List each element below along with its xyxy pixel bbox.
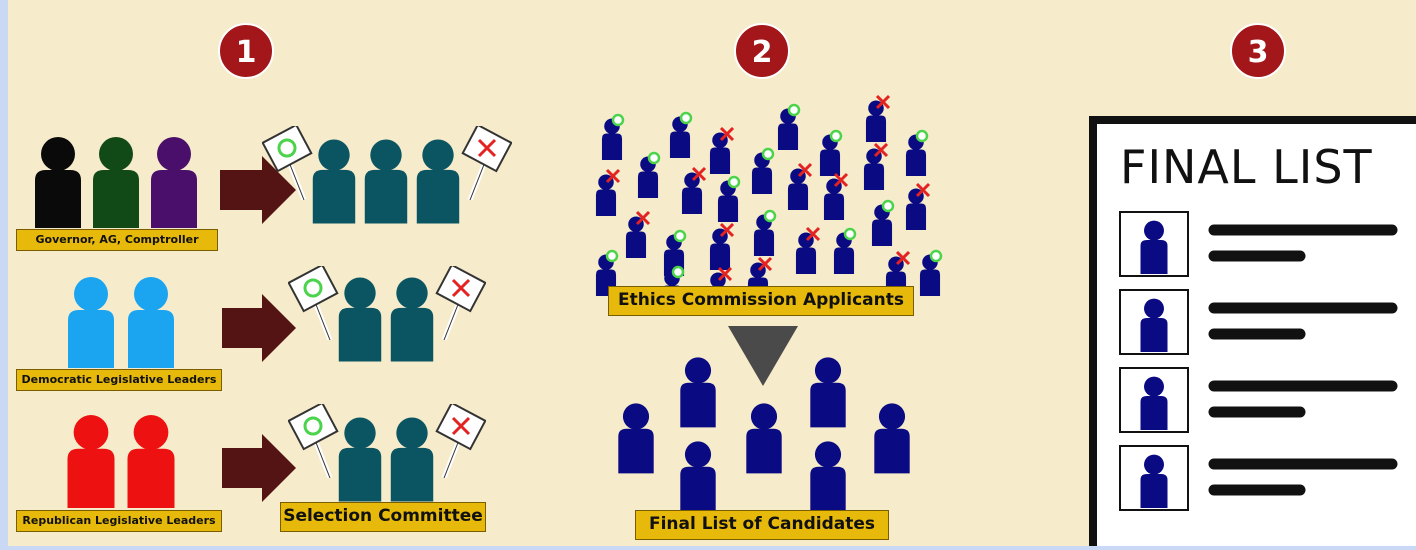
- republican-group-label: Republican Legislative Leaders: [16, 510, 222, 532]
- reject-mark-icon: [805, 226, 821, 242]
- final-list-title: FINAL LIST: [1120, 140, 1373, 194]
- selection-committee-label: Selection Committee: [280, 502, 486, 532]
- person-icon: [865, 100, 887, 142]
- person-icon: [390, 417, 434, 502]
- approve-mark-icon: [881, 199, 895, 213]
- person-icon: [810, 357, 846, 428]
- person-icon: [618, 403, 654, 474]
- person-icon: [1140, 454, 1168, 508]
- person-icon: [680, 441, 716, 512]
- right-arrow-icon: [222, 294, 296, 362]
- approve-mark-icon: [843, 227, 857, 241]
- approve-mark-icon: [671, 265, 685, 279]
- person-icon: [746, 403, 782, 474]
- reject-mark-icon: [719, 222, 735, 238]
- reject-mark-icon: [757, 256, 773, 272]
- reject-mark-icon: [873, 142, 889, 158]
- approve-mark-icon: [787, 103, 801, 117]
- approve-mark-icon: [763, 209, 777, 223]
- person-icon: [390, 277, 434, 362]
- person-icon: [67, 415, 115, 508]
- person-icon: [338, 277, 382, 362]
- person-icon: [312, 139, 356, 224]
- svg-text:3: 3: [1248, 35, 1269, 70]
- approve-mark-icon: [915, 129, 929, 143]
- person-icon: [416, 139, 460, 224]
- approve-mark-icon: [727, 175, 741, 189]
- right-arrow-icon: [220, 156, 296, 224]
- person-icon: [823, 178, 845, 220]
- person-icon: [93, 137, 139, 228]
- down-arrow-icon: [728, 326, 798, 386]
- person-icon: [681, 172, 703, 214]
- person-icon: [874, 403, 910, 474]
- approve-mark-icon: [679, 111, 693, 125]
- applicants-label: Ethics Commission Applicants: [608, 286, 914, 316]
- reject-mark-icon: [833, 172, 849, 188]
- reject-mark-icon: [875, 94, 891, 110]
- person-icon: [787, 168, 809, 210]
- final-candidates-label: Final List of Candidates: [635, 510, 889, 540]
- approve-mark-icon: [761, 147, 775, 161]
- person-icon: [625, 216, 647, 258]
- person-icon: [364, 139, 408, 224]
- reject-mark-icon: [717, 266, 733, 282]
- right-arrow-icon: [222, 434, 296, 502]
- person-icon: [1140, 298, 1168, 352]
- person-icon: [810, 441, 846, 512]
- reject-mark-icon: [895, 250, 911, 266]
- person-icon: [128, 277, 174, 368]
- step-2-badge: 2: [734, 23, 790, 79]
- person-icon: [68, 277, 114, 368]
- approve-mark-icon: [673, 229, 687, 243]
- person-icon: [795, 232, 817, 274]
- person-icon: [127, 415, 175, 508]
- final-list-entries: [1119, 211, 1398, 511]
- governor-group-label: Governor, AG, Comptroller: [16, 229, 218, 251]
- person-icon: [595, 174, 617, 216]
- reject-mark-icon: [635, 210, 651, 226]
- person-icon: [709, 132, 731, 174]
- person-icon: [35, 137, 81, 228]
- person-icon: [905, 188, 927, 230]
- person-icon: [151, 137, 197, 228]
- approve-mark-icon: [647, 151, 661, 165]
- approve-mark-icon: [611, 113, 625, 127]
- applicants-crowd: [595, 94, 943, 314]
- reject-mark-icon: [691, 166, 707, 182]
- governor-ag-comptroller-group: [35, 137, 197, 228]
- person-icon: [338, 417, 382, 502]
- approve-mark-icon: [929, 249, 943, 263]
- svg-text:2: 2: [752, 35, 773, 70]
- reject-mark-icon: [915, 182, 931, 198]
- person-icon: [709, 228, 731, 270]
- person-icon: [1140, 220, 1168, 274]
- reject-mark-icon: [719, 126, 735, 142]
- step-3-badge: 3: [1230, 23, 1286, 79]
- reject-mark-icon: [797, 162, 813, 178]
- person-icon: [1140, 376, 1168, 430]
- democratic-group-label: Democratic Legislative Leaders: [16, 369, 222, 391]
- person-icon: [680, 357, 716, 428]
- step-1-badge: 1: [218, 23, 274, 79]
- reject-mark-icon: [605, 168, 621, 184]
- person-icon: [863, 148, 885, 190]
- svg-text:1: 1: [236, 35, 257, 70]
- approve-mark-icon: [605, 249, 619, 263]
- approve-mark-icon: [829, 129, 843, 143]
